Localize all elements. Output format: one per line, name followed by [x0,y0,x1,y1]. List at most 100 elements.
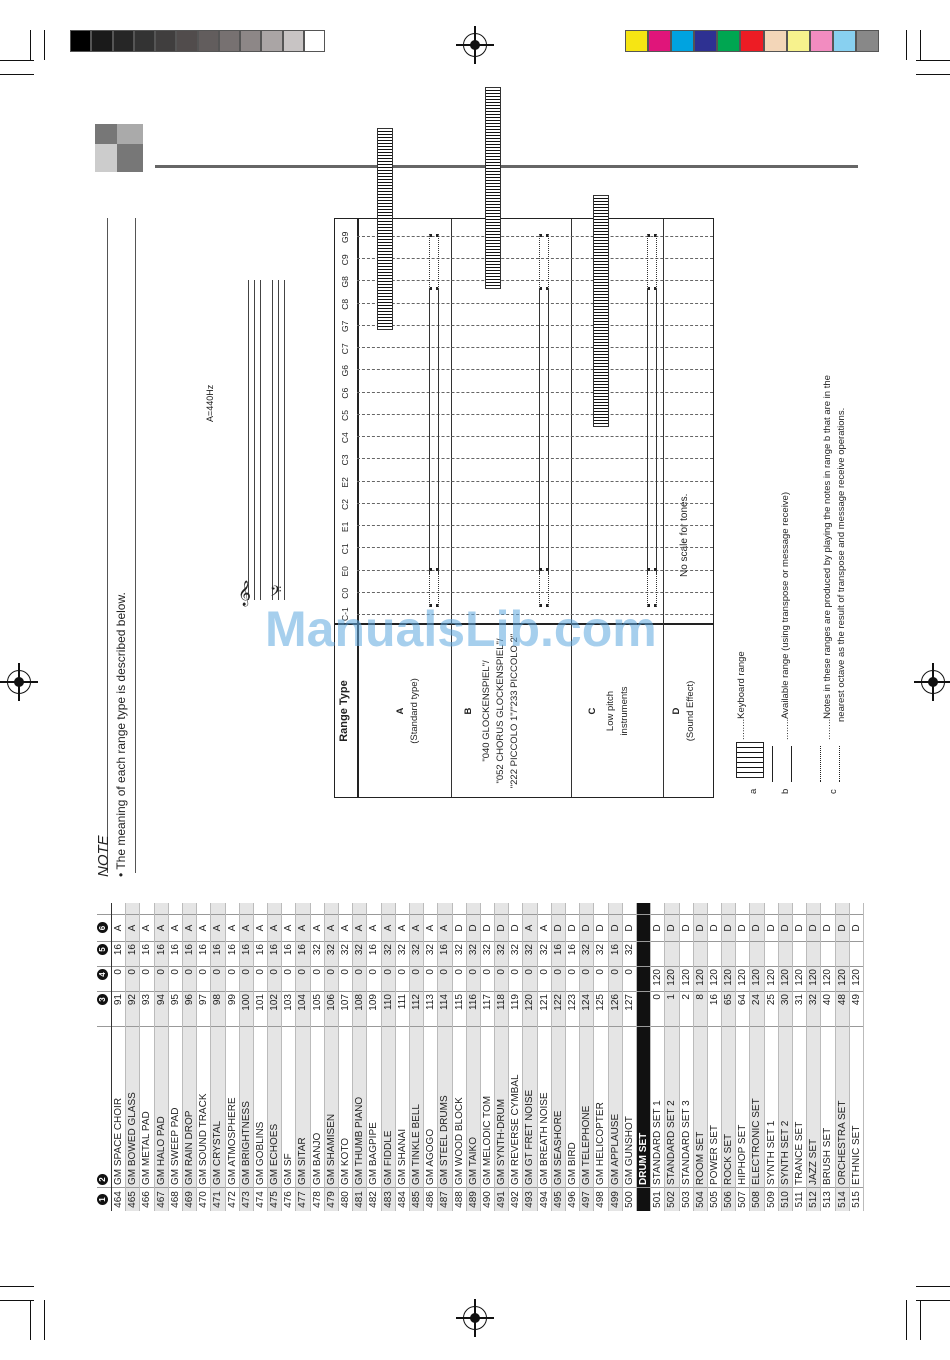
column-number: 3 [97,994,108,1005]
crop-mark [916,74,950,75]
table-cell: 0 [253,966,268,991]
table-cell: A [367,914,381,941]
table-cell: 123 [566,991,580,1026]
table-cell: 31 [793,991,807,1026]
table-cell: D [480,914,495,941]
table-cell: 0 [409,966,424,991]
table-cell [636,1187,651,1211]
note-label: C2 [340,498,350,510]
table-cell: GM MELODIC TOM [480,1026,495,1187]
table-cell: ETHNIC SET [849,1026,863,1187]
table-cell: D [807,914,821,941]
table-cell: 111 [395,991,409,1026]
table-cell: 107 [339,991,353,1026]
watermark: ManualsLib.com [265,601,657,657]
grid-line [357,436,713,438]
grid-line [357,502,713,504]
table-cell [807,941,821,966]
table-cell: 98 [211,991,225,1026]
table-cell: 472 [225,1187,239,1211]
octave-range-a-high [429,234,439,290]
table-cell: GM SOUND TRACK [197,1026,211,1187]
table-cell: 502 [665,1187,679,1211]
table-cell: 0 [452,966,466,991]
table-cell: 498 [594,1187,608,1211]
table-cell: 32 [409,941,424,966]
table-cell: 488 [452,1187,466,1211]
table-cell: 504 [693,1187,707,1211]
table-cell: 32 [523,941,537,966]
table-cell: GM BOWED GLASS [126,1026,140,1187]
table-cell: 0 [140,966,154,991]
table-cell: POWER SET [707,1026,722,1187]
table-cell: 499 [608,1187,622,1211]
note-label: C9 [340,254,350,266]
table-cell: 120 [722,966,736,991]
table-cell: 106 [324,991,338,1026]
table-cell: 0 [608,966,622,991]
octave-range-c-high [647,234,657,290]
table-cell: 32 [480,941,495,966]
table-cell: 120 [778,966,792,991]
available-range-b [539,290,549,574]
gray-swatch [133,30,155,52]
table-cell: 8 [693,991,707,1026]
legend-a-text: ........Keyboard range [736,651,747,740]
table-cell: 0 [126,966,140,991]
crop-mark [30,30,31,60]
table-cell: D [622,914,636,941]
table-cell: 112 [409,991,424,1026]
gray-swatch [91,30,113,52]
table-cell: 505 [707,1187,722,1211]
table-cell: 32 [509,941,523,966]
table-cell: D [551,914,565,941]
crop-mark [906,30,907,60]
table-cell: 511 [793,1187,807,1211]
table-cell: GM THUMB PIANO [353,1026,367,1187]
table-cell [665,941,679,966]
table-cell: 489 [466,1187,480,1211]
table-cell: 32 [310,941,324,966]
table-cell: STANDARD SET 1 [651,1026,665,1187]
color-swatch-bar-gray [70,30,325,52]
note-label: C5 [340,410,350,421]
table-cell: 101 [253,991,268,1026]
crop-mark [916,60,950,61]
table-cell: 32 [622,941,636,966]
gray-swatch [240,30,262,52]
table-cell: A [537,914,551,941]
table-cell: 0 [480,966,495,991]
note-label: E2 [340,477,350,488]
table-cell: A [353,914,367,941]
table-cell: 92 [126,991,140,1026]
table-cell: GM SWEEP PAD [168,1026,182,1187]
registration-mark-top [456,26,494,64]
table-cell: 109 [367,991,381,1026]
table-cell: A [211,914,225,941]
table-cell: 48 [835,991,849,1026]
table-cell: D [466,914,480,941]
table-cell: 93 [140,991,154,1026]
table-cell: A [253,914,268,941]
table-cell: 32 [594,941,608,966]
color-swatch [671,30,695,52]
no-scale-note: No scale for tones. [679,493,690,577]
table-cell: A [140,914,154,941]
table-cell: 16 [707,991,722,1026]
grid-line [357,458,713,460]
gray-swatch [303,30,325,52]
note-label: E0 [340,566,350,577]
table-cell: 32 [452,941,466,966]
table-cell: GM CRYSTAL [211,1026,225,1187]
table-cell: 120 [651,966,665,991]
table-cell: 1 [665,991,679,1026]
divider-line [107,218,108,873]
grid-line [357,480,713,482]
